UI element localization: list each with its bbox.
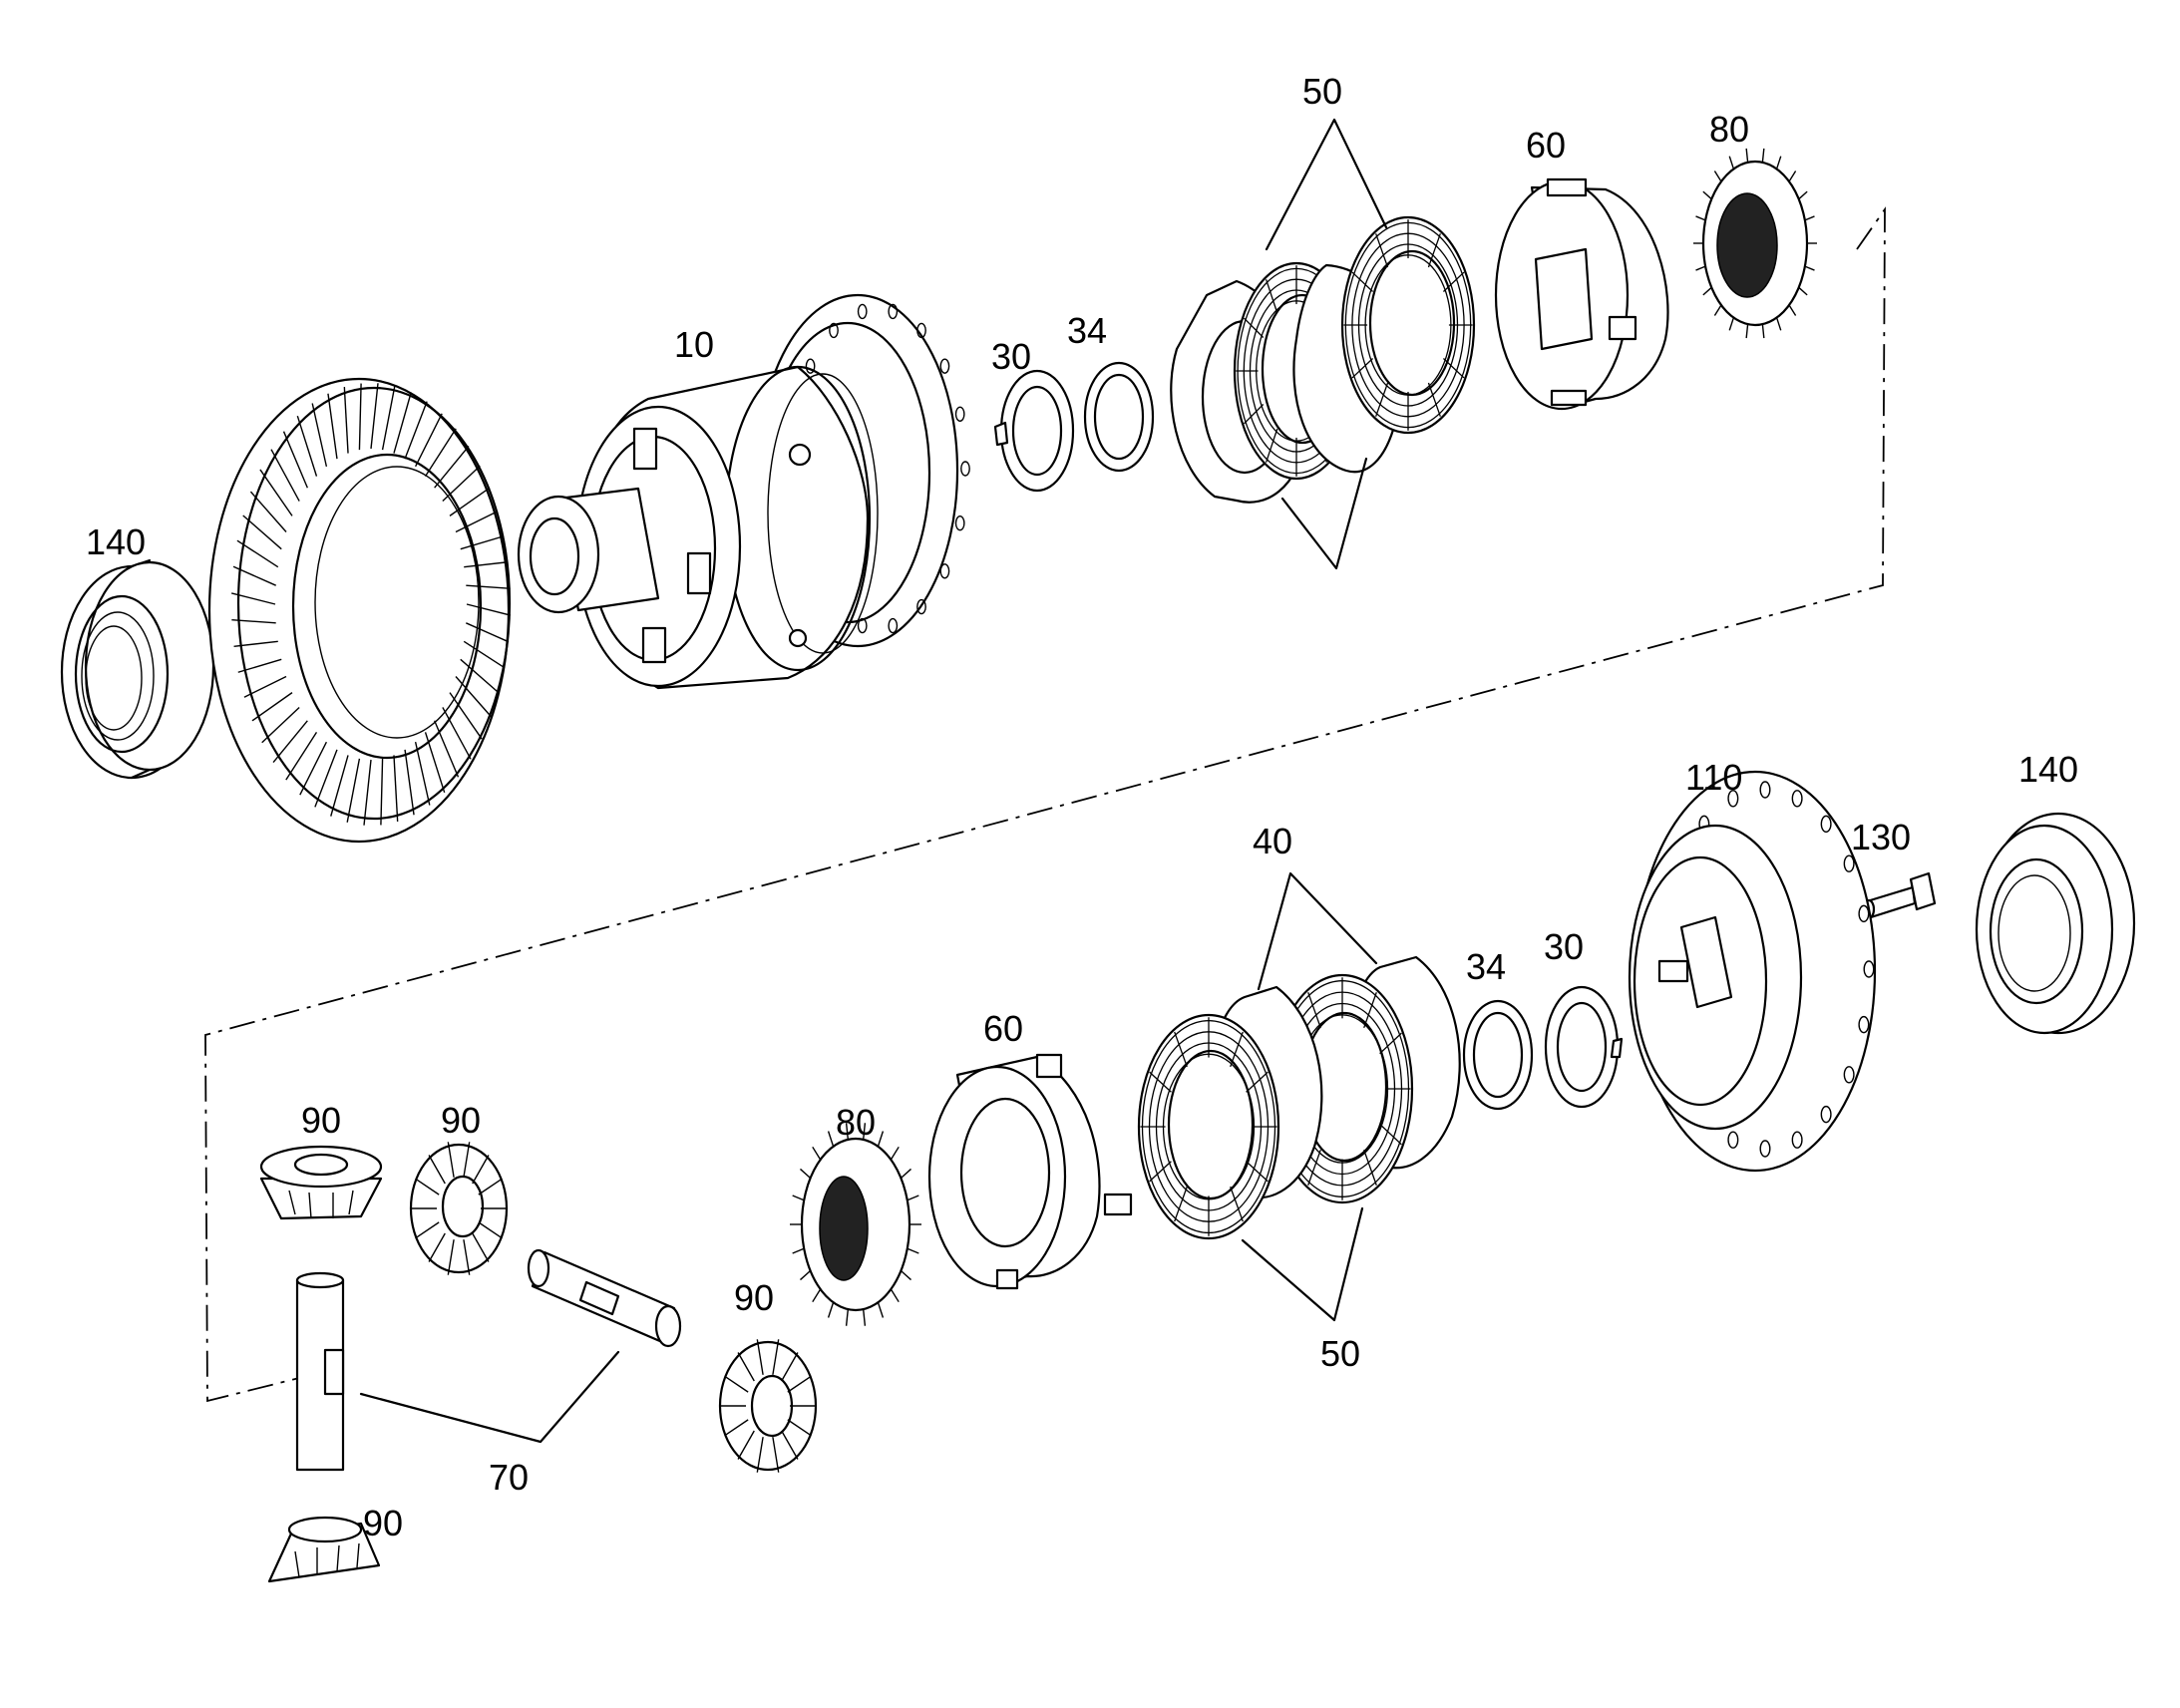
callout-80-bottom: 80 bbox=[836, 1102, 876, 1143]
callout-130: 130 bbox=[1851, 817, 1911, 857]
callout-70: 70 bbox=[489, 1457, 529, 1498]
bearing-140-left bbox=[60, 558, 215, 780]
side-gear-80-top bbox=[1693, 148, 1817, 339]
pressure-ring-60-bottom bbox=[927, 1053, 1133, 1290]
pinion-gear-90-a bbox=[259, 1145, 383, 1220]
leader-40 bbox=[1257, 871, 1378, 991]
callout-90-b: 90 bbox=[441, 1100, 481, 1141]
case-half-110 bbox=[1628, 770, 1877, 1173]
pinion-gear-90-b bbox=[409, 1142, 509, 1275]
callout-140-right: 140 bbox=[2018, 749, 2078, 790]
callout-50-top: 50 bbox=[1302, 71, 1342, 112]
callout-40: 40 bbox=[1253, 821, 1292, 861]
callout-90-c: 90 bbox=[734, 1277, 774, 1318]
callout-30-bottom: 30 bbox=[1544, 926, 1584, 967]
callout-30-top: 30 bbox=[991, 336, 1031, 377]
callout-140-left: 140 bbox=[86, 521, 146, 562]
pinion-gear-90-c bbox=[718, 1339, 818, 1473]
cross-shaft-70-vertical bbox=[295, 1271, 345, 1472]
leader-50-top bbox=[1265, 118, 1388, 570]
cross-shaft-70-horizontal bbox=[527, 1248, 682, 1348]
callout-90-a: 90 bbox=[301, 1100, 341, 1141]
callout-34-top: 34 bbox=[1067, 310, 1107, 351]
thrust-washer-30-top bbox=[993, 369, 1075, 493]
shim-34-top bbox=[1083, 361, 1155, 473]
pressure-ring-60-top bbox=[1494, 177, 1669, 411]
clutch-pack-50-top bbox=[1170, 215, 1476, 504]
pinion-gear-90-d bbox=[267, 1516, 381, 1583]
differential-case-10 bbox=[517, 293, 970, 690]
callout-50-bottom: 50 bbox=[1320, 1333, 1360, 1374]
leader-50-bottom bbox=[1241, 1206, 1364, 1322]
callout-110: 110 bbox=[1685, 757, 1742, 798]
callout-60-bottom: 60 bbox=[983, 1008, 1023, 1049]
ring-gear bbox=[207, 377, 512, 844]
callout-60-top: 60 bbox=[1526, 125, 1566, 166]
bolt-130 bbox=[1862, 871, 1937, 920]
callout-34-bottom: 34 bbox=[1466, 946, 1506, 987]
shim-34-bottom bbox=[1462, 999, 1534, 1111]
bearing-140-right bbox=[1975, 812, 2136, 1035]
callout-90-d: 90 bbox=[363, 1503, 403, 1543]
callout-10: 10 bbox=[674, 324, 714, 365]
thrust-washer-30-bottom bbox=[1544, 985, 1624, 1109]
phantom-assembly-line bbox=[204, 206, 1886, 1403]
clutch-pack-40-50-bottom bbox=[1137, 955, 1461, 1240]
callout-80-top: 80 bbox=[1709, 109, 1749, 150]
leader-70 bbox=[359, 1350, 620, 1444]
side-gear-80-bottom bbox=[790, 1123, 921, 1326]
